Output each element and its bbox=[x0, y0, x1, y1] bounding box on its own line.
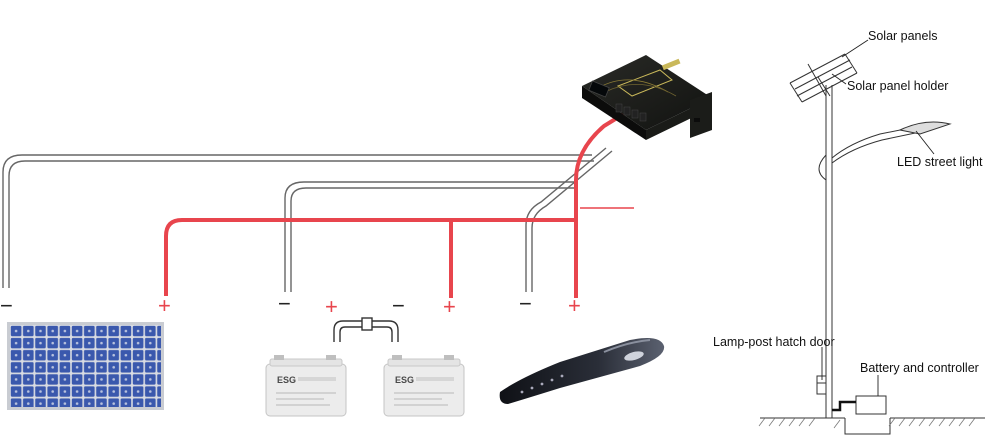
positive-wires bbox=[164, 108, 632, 298]
led-lamp-head bbox=[499, 338, 665, 404]
panel-negative-wire bbox=[2, 154, 592, 288]
panel-minus-sign: − bbox=[0, 293, 13, 318]
battery-right: ESG bbox=[383, 355, 465, 417]
pole-led-head bbox=[898, 121, 952, 135]
label-battery-controller: Battery and controller bbox=[860, 361, 979, 375]
pole-labels: Solar panels Solar panel holder LED stre… bbox=[713, 29, 983, 375]
battery-left-brand: ESG bbox=[277, 375, 296, 385]
light-minus-sign: − bbox=[519, 291, 532, 316]
battery-left: ESG bbox=[265, 355, 347, 417]
panel-positive-wire bbox=[164, 218, 576, 296]
pole-solar-panels bbox=[789, 53, 858, 103]
street-light-pole bbox=[758, 39, 985, 435]
polarity-signs: − + − + − + − + bbox=[0, 291, 581, 319]
pole-hatch-door bbox=[816, 375, 827, 395]
bridge-plus-sign: + bbox=[325, 294, 338, 319]
solar-panel bbox=[7, 322, 164, 410]
battery-right-brand: ESG bbox=[395, 375, 414, 385]
pole-lamp-arm bbox=[818, 154, 827, 181]
battery-negative-wire bbox=[284, 181, 574, 292]
pole-battery-box bbox=[855, 395, 887, 415]
bridge-minus-sign: − bbox=[392, 293, 405, 318]
negative-wires bbox=[2, 147, 613, 292]
label-hatch-door: Lamp-post hatch door bbox=[713, 335, 835, 349]
battery-plus-sign: + bbox=[443, 294, 456, 319]
panel-plus-sign: + bbox=[158, 293, 171, 318]
light-positive-wire bbox=[574, 108, 632, 298]
light-plus-sign: + bbox=[568, 293, 581, 318]
leader-lines bbox=[821, 39, 935, 396]
light-negative-wire bbox=[525, 147, 607, 292]
label-led-street-light: LED street light bbox=[897, 155, 983, 169]
battery-bridge bbox=[333, 317, 399, 342]
battery-minus-sign: − bbox=[278, 291, 291, 316]
charge-controller bbox=[582, 55, 712, 140]
ground-hatching bbox=[758, 417, 976, 429]
label-solar-panel-holder: Solar panel holder bbox=[847, 79, 948, 93]
label-solar-panels: Solar panels bbox=[868, 29, 938, 43]
